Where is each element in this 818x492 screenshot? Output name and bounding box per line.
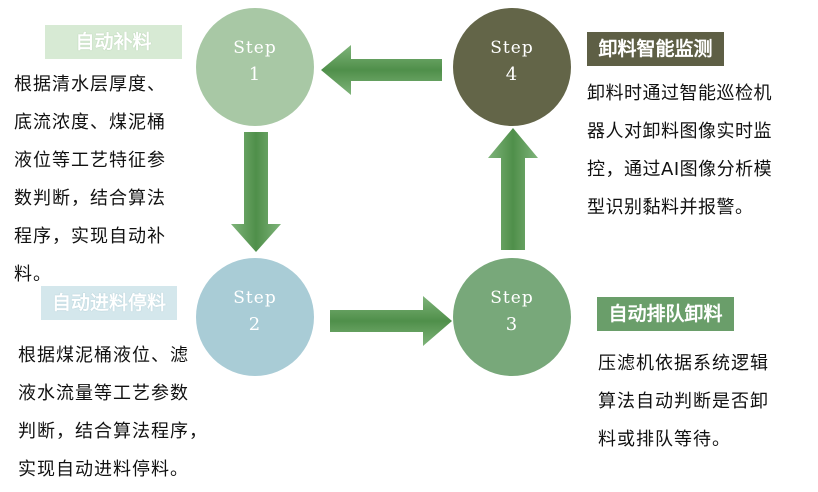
step-3-circle: Step 3 bbox=[453, 258, 571, 376]
auto-feed-line: 程序，实现自动补 bbox=[14, 226, 166, 247]
step-4-number: 4 bbox=[505, 64, 519, 85]
auto-queue-line: 算法自动判断是否卸 bbox=[598, 391, 769, 412]
auto-feed-line: 液位等工艺特征参 bbox=[14, 150, 166, 171]
auto-queue-description: 压滤机依据系统逻辑 算法自动判断是否卸 料或排队等待。 bbox=[598, 345, 798, 459]
unload-monitor-line: 型识别黏料并报警。 bbox=[587, 197, 754, 218]
unload-monitor-title: 卸料智能监测 bbox=[587, 32, 724, 66]
auto-feed-stop-line: 液水流量等工艺参数 bbox=[18, 383, 189, 404]
auto-feed-line: 料。 bbox=[14, 264, 52, 285]
unload-monitor-description: 卸料时通过智能巡检机 器人对卸料图像实时监 控，通过AI图像分析模 型识别黏料并… bbox=[587, 75, 812, 227]
step-3-word: Step bbox=[490, 288, 534, 308]
auto-queue-line: 压滤机依据系统逻辑 bbox=[598, 353, 769, 374]
auto-feed-line: 根据清水层厚度、 bbox=[14, 74, 166, 95]
step-1-word: Step bbox=[233, 38, 277, 58]
auto-feed-stop-title: 自动进料停料 bbox=[41, 286, 177, 320]
step-1-number: 1 bbox=[248, 64, 262, 85]
step-2-word: Step bbox=[233, 288, 277, 308]
auto-feed-stop-line: 判断，结合算法程序， bbox=[18, 421, 208, 442]
step-3-number: 3 bbox=[505, 314, 519, 335]
step-2-circle: Step 2 bbox=[196, 258, 314, 376]
auto-queue-title: 自动排队卸料 bbox=[597, 297, 734, 331]
arrow-left-icon bbox=[321, 45, 442, 95]
arrow-down-icon bbox=[231, 132, 281, 252]
auto-feed-line: 数判断，结合算法 bbox=[14, 188, 166, 209]
arrow-up-icon bbox=[488, 128, 538, 250]
auto-feed-title: 自动补料 bbox=[45, 25, 182, 59]
auto-feed-stop-line: 根据煤泥桶液位、滤 bbox=[18, 345, 189, 366]
unload-monitor-line: 卸料时通过智能巡检机 bbox=[587, 83, 772, 104]
auto-feed-line: 底流浓度、煤泥桶 bbox=[14, 112, 166, 133]
step-4-word: Step bbox=[490, 38, 534, 58]
unload-monitor-line: 器人对卸料图像实时监 bbox=[587, 121, 772, 142]
step-1-circle: Step 1 bbox=[196, 8, 314, 126]
unload-monitor-line: 控，通过AI图像分析模 bbox=[587, 159, 773, 180]
step-4-circle: Step 4 bbox=[453, 8, 571, 126]
arrow-right-icon bbox=[330, 296, 452, 346]
auto-queue-line: 料或排队等待。 bbox=[598, 429, 731, 450]
auto-feed-description: 根据清水层厚度、 底流浓度、煤泥桶 液位等工艺特征参 数判断，结合算法 程序，实… bbox=[14, 66, 194, 294]
auto-feed-stop-description: 根据煤泥桶液位、滤 液水流量等工艺参数 判断，结合算法程序， 实现自动进料停料。 bbox=[18, 337, 218, 489]
auto-feed-stop-line: 实现自动进料停料。 bbox=[18, 459, 189, 480]
step-2-number: 2 bbox=[248, 314, 262, 335]
